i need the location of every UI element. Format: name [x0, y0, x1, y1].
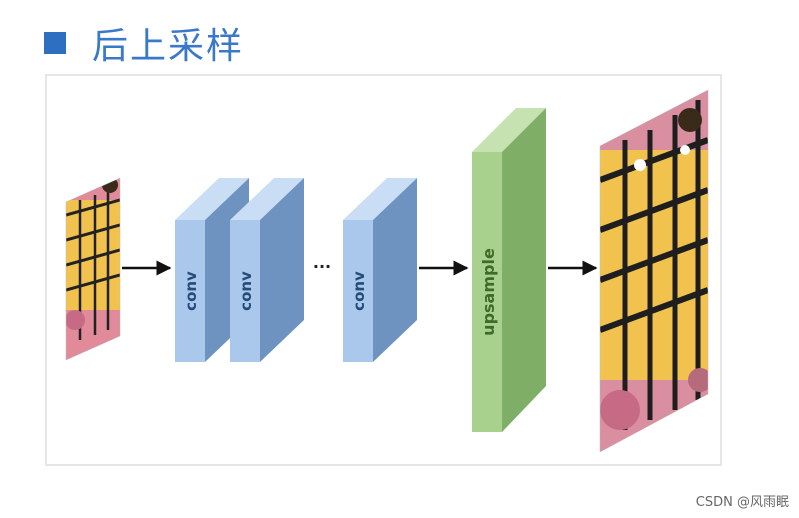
conv-label-2: conv	[237, 271, 255, 311]
title-row: 后上采样	[44, 18, 244, 68]
conv-label-3: conv	[350, 271, 368, 311]
page-title: 后上采样	[92, 26, 245, 67]
ellipsis: ···	[313, 257, 331, 276]
conv-block-2: conv	[230, 178, 304, 362]
output-image	[600, 90, 708, 452]
conv-label-1: conv	[182, 271, 200, 311]
output-image-border	[599, 89, 709, 453]
conv-block-3: conv	[343, 178, 417, 362]
input-image	[66, 178, 120, 360]
upsample-block: upsample	[472, 108, 546, 432]
watermark: CSDN @风雨眠	[695, 495, 789, 510]
input-image-border	[65, 177, 121, 361]
title-bullet-icon	[44, 32, 66, 54]
upsample-label: upsample	[479, 248, 498, 336]
